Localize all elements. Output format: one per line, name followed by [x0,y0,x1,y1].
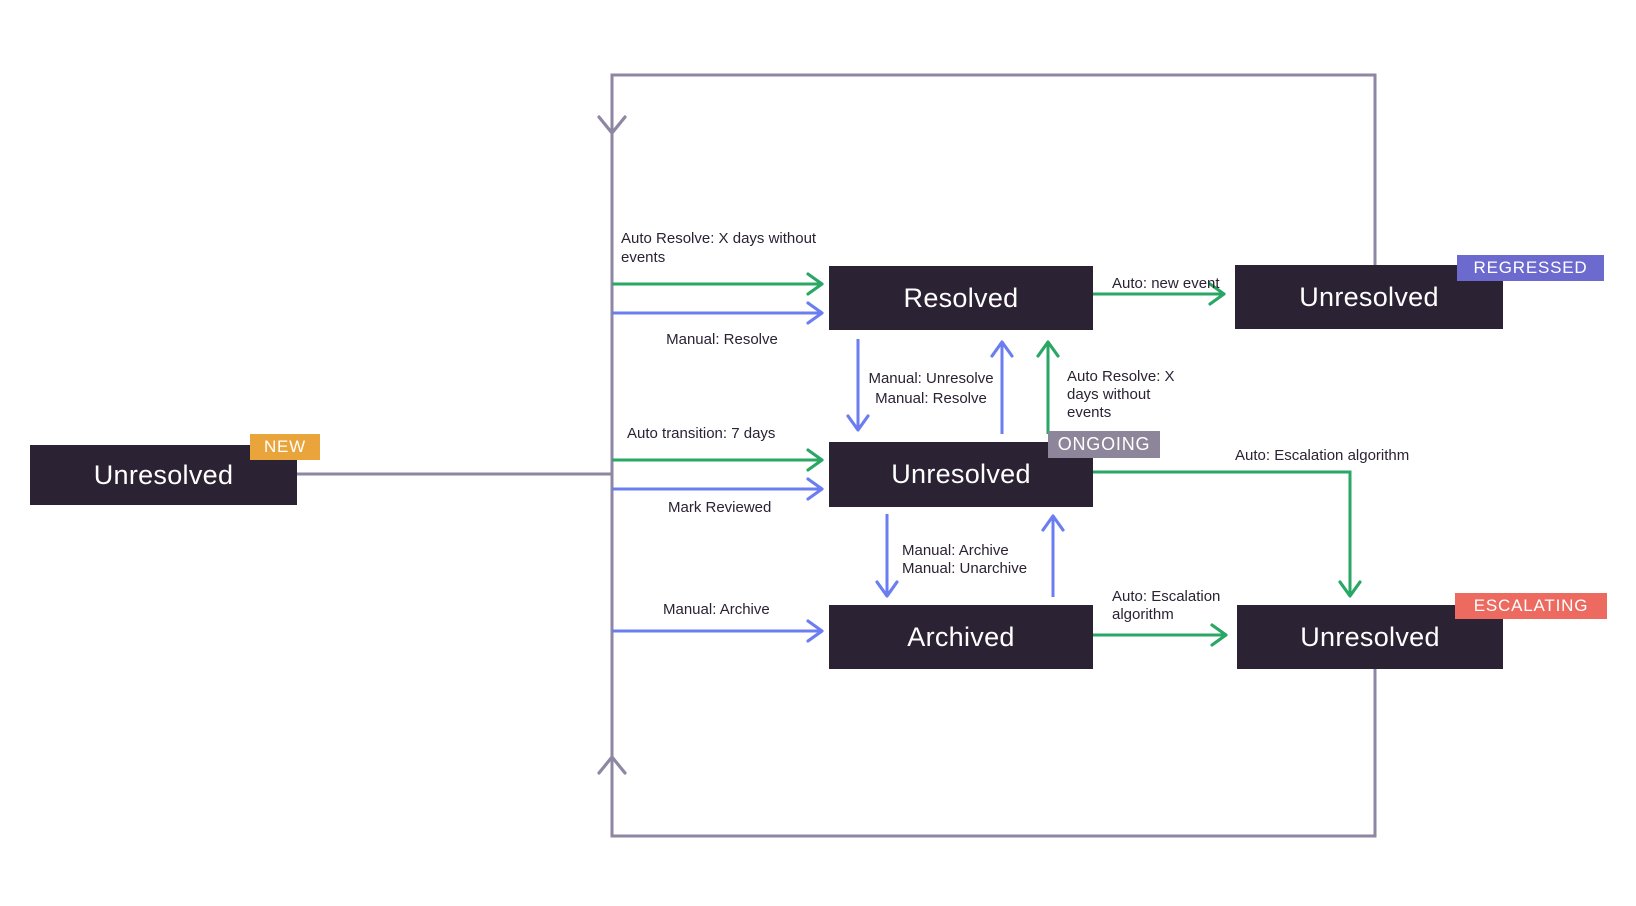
loop-arrow-down-icon [597,115,627,135]
edge-label-manual-resolve: Manual: Resolve [666,331,778,348]
edge-label-mark-reviewed: Mark Reviewed [668,499,772,516]
state-resolved: Resolved [829,266,1093,330]
edge-label-auto-resolve-right: Auto Resolve: X days without events [1067,368,1175,421]
state-label: Unresolved [1300,621,1440,652]
loop-line [610,73,1377,838]
state-archived: Archived [829,605,1093,669]
edge-label-auto-escalation-ongoing: Auto: Escalation algorithm [1235,447,1410,464]
edge-label-auto-transition: Auto transition: 7 days [627,425,776,442]
badge-new: NEW [250,434,320,460]
state-label: Unresolved [93,459,234,490]
badge-escalating: ESCALATING [1455,593,1607,619]
edge-label-auto-resolve: Auto Resolve: X days without events [621,230,817,266]
edge-label-manual-unresolve-resolve: Manual: Unresolve Manual: Resolve [868,370,994,407]
edge-label-manual-archive-unarchive: Manual: Archive Manual: Unarchive [902,542,1028,577]
edge-label-manual-archive: Manual: Archive [663,601,770,618]
badge-regressed: REGRESSED [1457,255,1604,281]
state-new-unresolved: Unresolved [30,445,297,505]
badge-ongoing: ONGOING [1048,431,1160,458]
state-label: Unresolved [891,459,1031,489]
loop-arrow-up-icon [597,755,627,775]
state-label: Resolved [903,282,1019,313]
state-label: Unresolved [1299,281,1439,312]
edge-auto-escalation-ongoing [1093,470,1362,598]
edge-label-auto-new-event: Auto: new event [1112,275,1220,292]
state-label: Archived [907,621,1015,652]
edge-label-auto-escalation-archived: Auto: Escalation algorithm [1112,588,1221,623]
